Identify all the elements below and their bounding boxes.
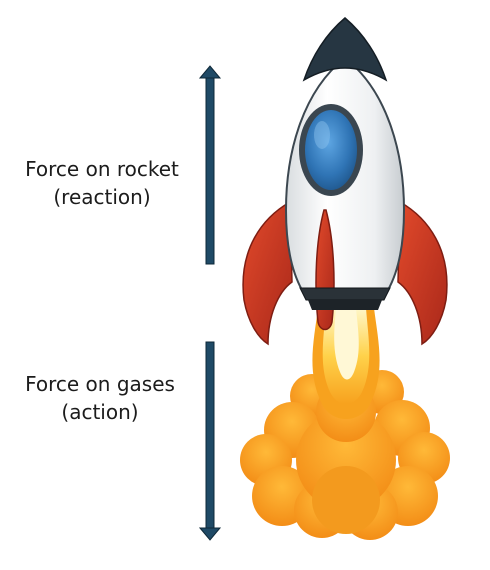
rocket-nose-cone xyxy=(302,17,388,82)
action-force-label: Force on gases (action) xyxy=(0,370,200,426)
reaction-label-line2: (reaction) xyxy=(53,185,151,209)
rocket-window xyxy=(299,104,363,196)
reaction-label-line1: Force on rocket xyxy=(25,157,179,181)
exhaust-cloud xyxy=(240,370,450,540)
reaction-force-arrow xyxy=(198,65,222,265)
reaction-force-label: Force on rocket (reaction) xyxy=(2,155,202,211)
action-label-line2: (action) xyxy=(61,400,139,424)
action-force-arrow xyxy=(198,341,222,541)
rocket-fins xyxy=(242,200,448,346)
action-label-line1: Force on gases xyxy=(25,372,175,396)
rocket-nozzle xyxy=(299,287,391,310)
rocket-flame xyxy=(312,308,380,419)
